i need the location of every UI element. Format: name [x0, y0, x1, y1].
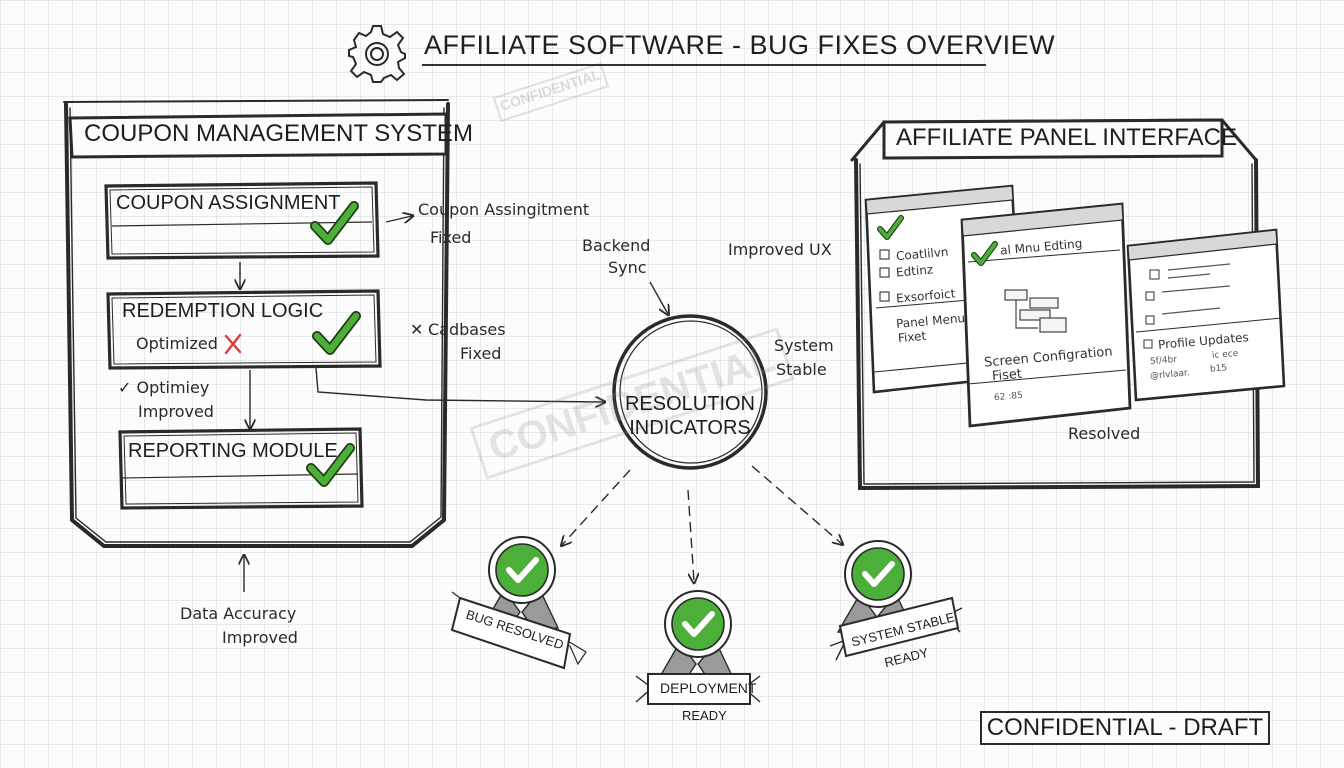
gear-icon	[348, 25, 406, 83]
annotation-coupon-fixed-line1: Coupon Assingitment	[418, 200, 590, 219]
annotation-codebases-line1: Cadbases	[428, 320, 506, 339]
annotation-improved-ux: Improved UX	[728, 240, 832, 259]
resolution-line1: RESOLUTION	[624, 393, 756, 415]
affiliate-screen-2	[960, 202, 1132, 428]
confidential-draft-stamp: CONFIDENTIAL - DRAFT	[980, 711, 1270, 745]
screen2-caption-line2: Fiset	[991, 366, 1023, 385]
redemption-sub-label: Optimized	[136, 334, 218, 353]
check-badge-icon	[829, 540, 963, 661]
affiliate-screen-3	[1126, 228, 1286, 402]
resolution-line2: INDICATORS	[629, 417, 751, 439]
reporting-module-label: REPORTING MODULE	[128, 440, 338, 462]
side-note-mark: ✓	[118, 378, 132, 397]
resolution-arrows	[562, 281, 842, 582]
annotation-coupon-fixed-line2: Fixed	[430, 228, 472, 247]
title-underline	[422, 64, 986, 66]
annotation-resolved: Resolved	[1068, 424, 1141, 443]
bottom-note-line2: Improved	[222, 628, 298, 647]
annotation-backend-line1: Backend	[582, 236, 651, 255]
affiliate-panel-header: AFFILIATE PANEL INTERFACE	[896, 124, 1237, 151]
resolution-circle	[612, 314, 768, 470]
page-title: AFFILIATE SOFTWARE - BUG FIXES OVERVIEW	[424, 30, 1056, 60]
x-mark-icon	[224, 333, 242, 355]
check-badge-icon	[635, 590, 761, 705]
coupon-panel-header: COUPON MANAGEMENT SYSTEM	[84, 120, 473, 147]
resolution-title: RESOLUTION INDICATORS	[614, 392, 766, 440]
side-note: ✓ Optimiey	[118, 376, 209, 400]
annotation-backend-line2: Sync	[608, 258, 647, 277]
screen1-footer-line2: Fixet	[897, 328, 927, 346]
annotation-system-line1: System	[774, 336, 834, 355]
coupon-panel-arrows	[240, 216, 604, 592]
bottom-note-line1: Data Accuracy	[180, 604, 297, 623]
screen3-meta4: b15	[1209, 363, 1228, 375]
annotation-codebases-mark: ✕	[410, 320, 424, 339]
check-badge-icon	[450, 536, 587, 670]
side-note-line2: Improved	[138, 402, 214, 421]
coupon-assignment-label: COUPON ASSIGNMENT	[116, 192, 341, 214]
badge-deployment-label: DEPLOYMENT	[660, 680, 757, 696]
coupon-boxes-outline	[104, 181, 382, 510]
badge-deployment-sub: READY	[682, 708, 727, 723]
side-note-line1: Optimiey	[136, 378, 210, 397]
redemption-logic-label: REDEMPTION LOGIC	[122, 300, 324, 322]
watermark-stamp	[492, 62, 610, 123]
annotation-codebases-line2: Fixed	[460, 344, 502, 363]
annotation-system-line2: Stable	[776, 360, 827, 379]
coupon-panel-frame	[63, 99, 450, 548]
